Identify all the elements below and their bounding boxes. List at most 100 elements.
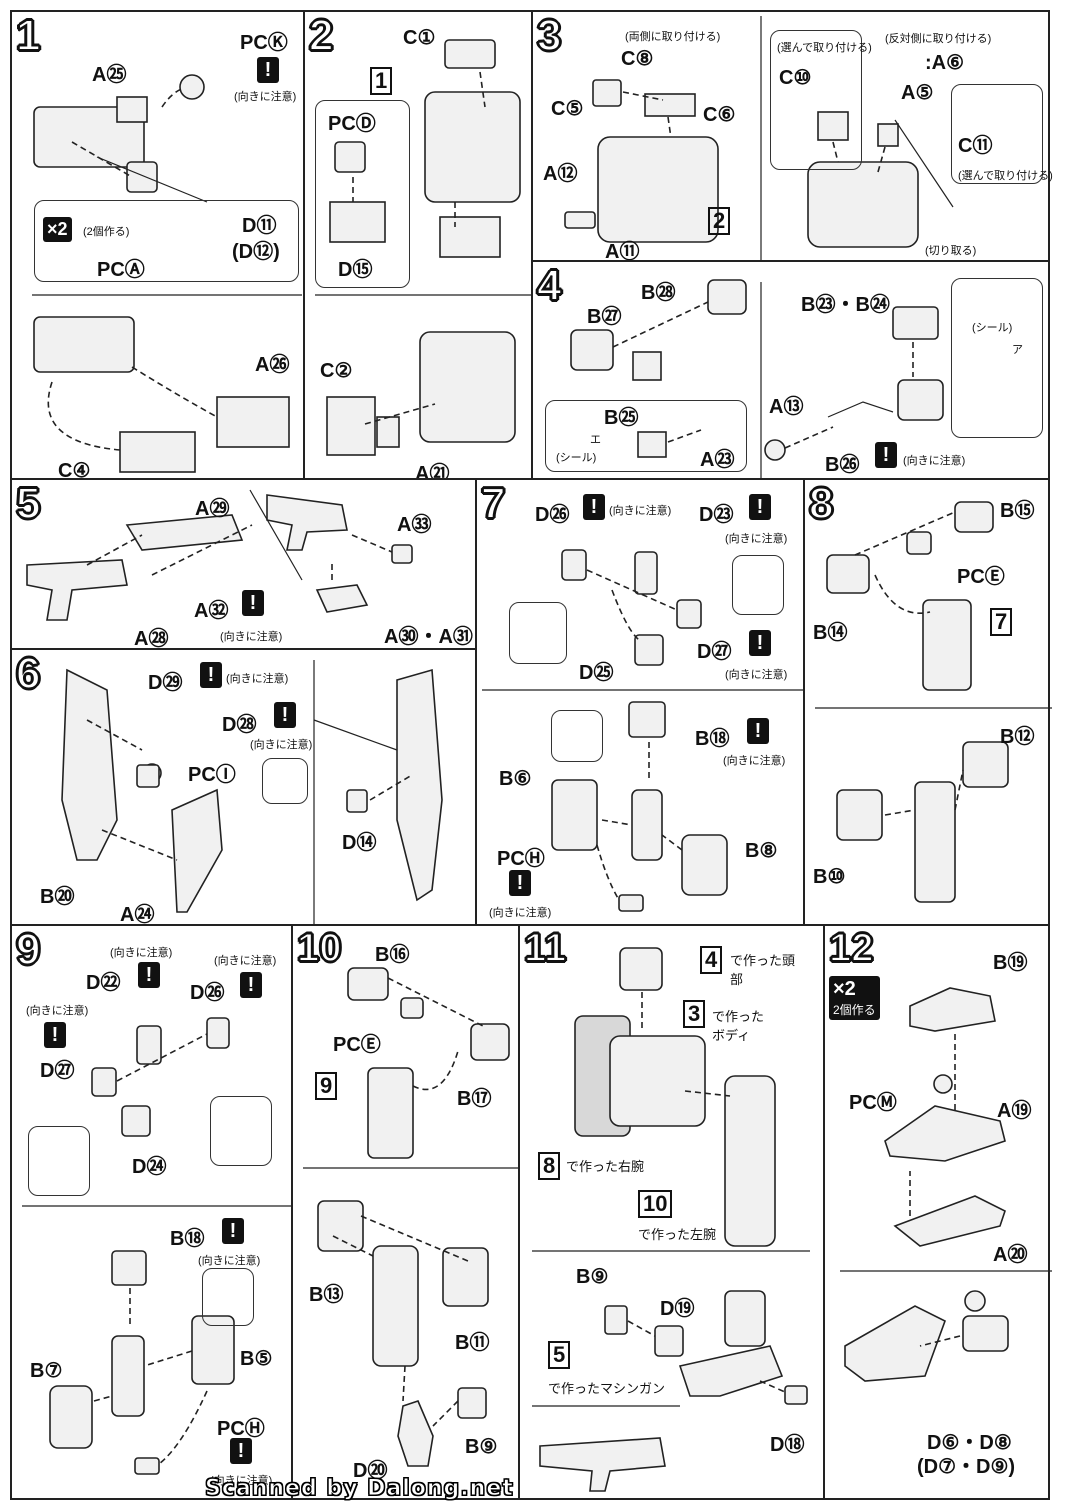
label-a29: A㉙	[195, 498, 230, 520]
step-3-panel: 3 (両側に取り付ける) C⑧ C⑤ C⑥ A⑫ A⑪ 2 (選んで取り付ける)…	[531, 10, 1053, 264]
step-4-panel: 4 B㉘ B㉗ B㉓・B㉔ (シール) ア B㉕ エ (シール) A㉓ A⑬ B…	[531, 260, 1050, 482]
step-1-panel: 1 PCⓀ ! (向きに注意) A㉕ ×2 (2個作る) PCⒶ D⑪ (D⑫)…	[10, 10, 305, 482]
step-2-diagram	[315, 39, 535, 456]
reference-step-7: 7	[990, 608, 1013, 636]
caution-icon: !	[875, 442, 897, 468]
label-a32: A㉜	[194, 600, 229, 622]
seal-letter-e: エ	[590, 434, 601, 446]
label-pc-e: PCⒺ	[333, 1034, 381, 1056]
label-d14: D⑭	[342, 832, 377, 854]
label-a24: A㉔	[120, 904, 155, 926]
subassembly-box: PCⒹ D⑮	[315, 100, 410, 288]
label-d26: D㉖	[535, 504, 570, 526]
caution-note: (向きに注意)	[210, 1475, 273, 1487]
note-body: で作ったボディ	[712, 1009, 765, 1043]
label-b18: B⑱	[170, 1228, 205, 1250]
label-b27: B㉗	[587, 306, 622, 328]
label-b11: B⑪	[455, 1332, 490, 1354]
label-d28: D㉘	[222, 714, 257, 736]
caution-note: (向きに注意)	[214, 955, 277, 967]
label-a28: A㉘	[134, 628, 169, 650]
detail-box	[202, 1268, 254, 1326]
label-d29: D㉙	[148, 672, 183, 694]
detail-box	[262, 758, 308, 804]
make-two-badge: ×2 2個作る	[829, 976, 880, 1020]
seal-sub-box: B㉕ エ (シール) A㉓	[545, 400, 747, 472]
reference-step-1: 1	[370, 67, 393, 95]
note-right-arm: で作った右腕	[566, 1159, 645, 1174]
caution-note: (向きに注意)	[489, 907, 552, 919]
note-both-sides: (両側に取り付ける)	[625, 31, 721, 43]
step-1-diagram	[32, 74, 302, 473]
step-8-diagram	[815, 501, 1052, 903]
step-number: 4	[536, 261, 563, 310]
label-pc-h: PCⒽ	[497, 848, 545, 870]
step-number: 11	[523, 926, 567, 970]
label-pc-e: PCⒺ	[957, 566, 1005, 588]
caution-icon: !	[240, 972, 262, 998]
label-b16: B⑯	[375, 944, 410, 966]
make-two-note: 2個作る	[833, 1003, 876, 1017]
make-two-count: ×2	[833, 978, 856, 1000]
label-b9: B⑨	[576, 1266, 609, 1288]
caution-note: (向きに注意)	[234, 91, 297, 103]
label-d23: D㉓	[699, 504, 734, 526]
reference-step-5: 5	[548, 1341, 571, 1369]
label-pc-h: PCⒽ	[217, 1418, 265, 1440]
detail-box	[210, 1096, 272, 1166]
label-a5: A⑤	[901, 82, 934, 104]
caution-icon: !	[230, 1438, 252, 1464]
label-d27: D㉗	[697, 641, 732, 663]
step-number: 12	[828, 926, 874, 970]
step-10-diagram	[303, 967, 522, 1467]
label-pc-k: PCⓀ	[240, 32, 288, 54]
label-c8: C⑧	[621, 48, 654, 70]
label-c1: C①	[403, 27, 436, 49]
note-choose: (選んで取り付ける)	[777, 42, 872, 54]
reference-step-10: 10	[638, 1190, 673, 1218]
step-number: 6	[15, 649, 42, 698]
label-d12: (D⑫)	[232, 241, 280, 263]
label-a20: A⑳	[993, 1244, 1028, 1266]
caution-icon: !	[200, 662, 222, 688]
label-b9: B⑨	[465, 1436, 498, 1458]
caution-icon: !	[274, 702, 296, 728]
reference-step-2: 2	[708, 207, 731, 235]
step-9-panel: 9 (向きに注意) D㉒ ! (向きに注意) D㉖ ! (向きに注意) ! D㉗…	[10, 924, 295, 1500]
caution-icon: !	[749, 494, 771, 520]
caution-note: (向きに注意)	[110, 947, 173, 959]
label-b25: B㉕	[604, 407, 639, 429]
seal-letter-a: ア	[1012, 344, 1023, 356]
caution-icon: !	[747, 718, 769, 744]
label-c10: C⑩	[779, 67, 812, 89]
caution-note: (向きに注意)	[198, 1255, 261, 1267]
label-a11: A⑪	[605, 241, 640, 263]
caution-icon: !	[222, 1218, 244, 1244]
option-box: C⑪ (選んで取り付ける)	[951, 84, 1053, 184]
label-c2: C②	[320, 360, 353, 382]
step-12-diagram	[840, 987, 1052, 1382]
detail-box	[28, 1126, 90, 1196]
note-opposite-side: (反対側に取り付ける)	[885, 33, 992, 45]
step-11-diagram	[532, 947, 810, 1492]
label-d22: D㉒	[86, 972, 121, 994]
step-6-panel: 6 D㉙ ! (向きに注意) D㉘ ! (向きに注意) PCⒾ D⑭ B⑳ A㉔	[10, 648, 477, 928]
label-a30-a31: A㉚・A㉛	[384, 626, 473, 648]
step-number: 10	[296, 926, 342, 970]
label-b23-b24: B㉓・B㉔	[801, 294, 890, 316]
label-b28: B㉘	[641, 282, 676, 304]
caution-note: (向きに注意)	[725, 669, 788, 681]
caution-note: (向きに注意)	[609, 505, 672, 517]
label-d26: D㉖	[190, 982, 225, 1004]
label-d20: D⑳	[353, 1460, 388, 1482]
label-b13: B⑬	[309, 1284, 344, 1306]
seal-box: (シール) ア	[951, 278, 1043, 438]
make-two-badge: ×2	[43, 217, 72, 242]
label-a26: A㉖	[255, 354, 290, 376]
caution-note: (向きに注意)	[26, 1005, 89, 1017]
step-8-panel: 8 B⑮ PCⒺ B⑭ 7 B⑫ B⑩	[803, 478, 1052, 926]
label-b10: B⑩	[813, 866, 846, 888]
label-d24: D㉔	[132, 1156, 167, 1178]
step-number: 7	[480, 479, 507, 528]
caution-icon: !	[44, 1022, 66, 1048]
